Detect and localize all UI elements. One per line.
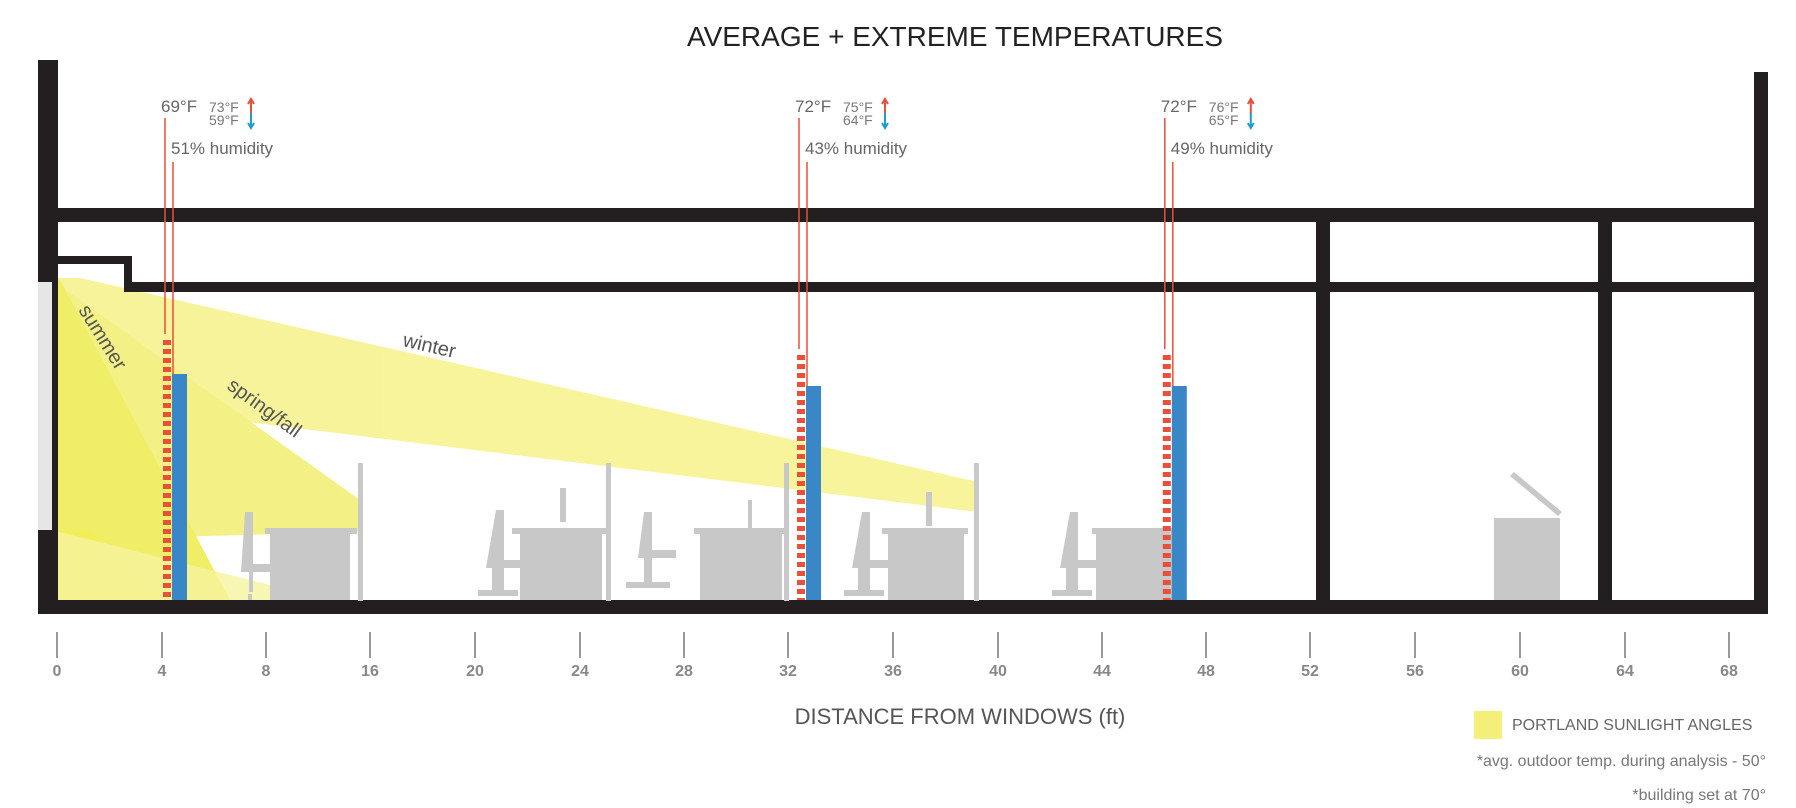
ceiling-slab bbox=[38, 208, 1768, 222]
temperature-probe: 72°F 76°F65°F 49% humidity bbox=[1161, 97, 1274, 600]
probe-avg-temp: 72°F bbox=[1161, 97, 1197, 116]
desk-top bbox=[882, 528, 968, 534]
office-chair bbox=[844, 512, 892, 596]
axis-tick-label: 8 bbox=[262, 663, 271, 680]
axis-tick-label: 0 bbox=[53, 663, 62, 680]
desk bbox=[700, 530, 782, 600]
axis-tick-label: 68 bbox=[1720, 663, 1738, 680]
desk-top bbox=[512, 528, 608, 534]
desk-top bbox=[265, 528, 357, 534]
column-1 bbox=[1316, 210, 1330, 602]
probe-low-temp: 64°F bbox=[843, 112, 873, 128]
copier bbox=[1494, 518, 1560, 600]
arrow-up-icon bbox=[881, 97, 889, 114]
arrow-down-icon bbox=[881, 113, 889, 130]
window-header bbox=[52, 256, 132, 292]
monitor bbox=[926, 492, 932, 526]
dropped-ceiling bbox=[126, 282, 1768, 292]
floor-slab bbox=[38, 600, 1768, 614]
office-chair bbox=[626, 512, 676, 588]
axis-tick-label: 52 bbox=[1301, 663, 1319, 680]
desk-top bbox=[694, 528, 786, 534]
office-furniture bbox=[241, 463, 1562, 601]
axis-tick-label: 60 bbox=[1511, 663, 1529, 680]
sunlight-shading bbox=[50, 278, 978, 602]
window-glass bbox=[38, 282, 52, 530]
monitor bbox=[560, 488, 566, 522]
probe-cool-bar bbox=[172, 374, 187, 600]
temperature-probes: 69°F 73°F59°F 51% humidity 72°F 75°F64°F 43% … bbox=[161, 97, 1273, 600]
right-wall bbox=[1754, 72, 1768, 600]
partition bbox=[606, 463, 611, 601]
probe-high-temp: 76°F bbox=[1209, 99, 1239, 115]
probe-cool-bar bbox=[806, 386, 821, 600]
note-outdoor-temp: *avg. outdoor temp. during analysis - 50… bbox=[1477, 753, 1766, 770]
desk bbox=[270, 530, 350, 600]
axis-tick-label: 28 bbox=[675, 663, 693, 680]
probe-avg-temp: 72°F bbox=[795, 97, 831, 116]
probe-avg-temp: 69°F bbox=[161, 97, 197, 116]
note-building-temp: *building set at 70° bbox=[1632, 787, 1766, 804]
probe-cool-bar bbox=[1171, 386, 1187, 600]
desk-top bbox=[1092, 528, 1180, 534]
probe-low-temp: 65°F bbox=[1209, 112, 1239, 128]
desk bbox=[1096, 530, 1176, 600]
office-chair bbox=[1052, 512, 1100, 596]
partition bbox=[358, 463, 363, 601]
axis-tick-label: 24 bbox=[571, 663, 589, 680]
axis-tick-label: 4 bbox=[158, 663, 167, 680]
temperature-probe: 69°F 73°F59°F 51% humidity bbox=[161, 97, 274, 600]
window-sill bbox=[38, 530, 58, 602]
arrow-up-icon bbox=[247, 97, 255, 114]
probe-low-temp: 59°F bbox=[209, 112, 239, 128]
axis-tick-label: 20 bbox=[466, 663, 484, 680]
probe-humidity: 43% humidity bbox=[805, 139, 908, 158]
arrow-down-icon bbox=[1246, 113, 1255, 130]
copier-lid bbox=[1510, 472, 1562, 516]
arrow-down-icon bbox=[247, 113, 255, 130]
probe-humidity: 49% humidity bbox=[1171, 139, 1274, 158]
desk bbox=[520, 530, 602, 600]
partition bbox=[784, 463, 789, 601]
axis-tick-label: 56 bbox=[1406, 663, 1424, 680]
probe-high-temp: 75°F bbox=[843, 99, 873, 115]
probe-humidity: 51% humidity bbox=[171, 139, 274, 158]
arrow-up-icon bbox=[1246, 97, 1255, 114]
axis-tick-label: 40 bbox=[989, 663, 1007, 680]
legend-swatch bbox=[1474, 711, 1502, 739]
sun-floor-patch bbox=[52, 530, 270, 602]
sun-winter-band bbox=[52, 278, 978, 512]
partition bbox=[974, 463, 979, 601]
probe-high-temp: 73°F bbox=[209, 99, 239, 115]
temperature-probe: 72°F 75°F64°F 43% humidity bbox=[795, 97, 908, 600]
axis-title: DISTANCE FROM WINDOWS (ft) bbox=[795, 704, 1126, 729]
desk bbox=[888, 530, 964, 600]
axis-tick-label: 44 bbox=[1093, 663, 1111, 680]
axis-tick-label: 64 bbox=[1616, 663, 1634, 680]
axis-tick-label: 48 bbox=[1197, 663, 1215, 680]
axis-tick-label: 36 bbox=[884, 663, 902, 680]
axis-tick-label: 32 bbox=[779, 663, 797, 680]
monitor bbox=[748, 500, 752, 528]
axis-tick-label: 16 bbox=[361, 663, 379, 680]
column-2 bbox=[1598, 210, 1612, 602]
office-chair bbox=[478, 510, 526, 596]
legend-label: PORTLAND SUNLIGHT ANGLES bbox=[1512, 717, 1752, 734]
office-chair bbox=[241, 512, 273, 600]
diagram-title: AVERAGE + EXTREME TEMPERATURES bbox=[687, 21, 1223, 52]
